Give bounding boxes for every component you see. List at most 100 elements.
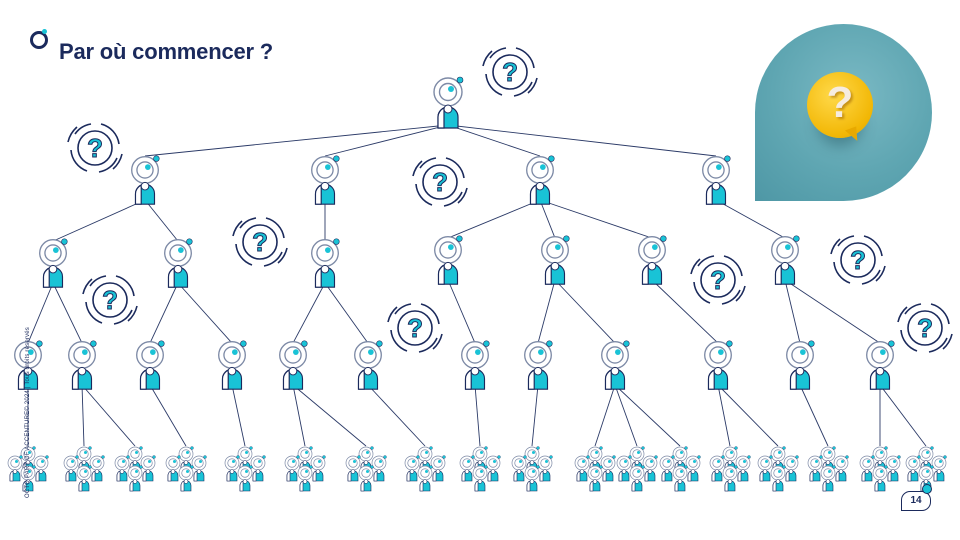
person-icon	[601, 340, 630, 390]
page-title: Par où commencer ?	[59, 39, 274, 64]
small-person-icon	[284, 455, 300, 482]
small-person-icon	[63, 455, 79, 482]
tree-edge	[292, 384, 367, 447]
tree-edge	[614, 384, 638, 447]
tree-edge	[594, 384, 616, 447]
team-cluster-icon	[807, 446, 849, 492]
small-person-icon	[76, 465, 92, 492]
small-person-icon	[114, 455, 130, 482]
tree-edge	[539, 199, 653, 239]
person-icon	[524, 340, 553, 390]
question-mark-icon: ?	[412, 157, 468, 207]
person-icon	[702, 155, 731, 205]
small-person-icon	[310, 455, 326, 482]
tree-edge	[149, 384, 187, 447]
question-bubble-photo: ?	[755, 24, 932, 201]
small-person-icon	[885, 455, 901, 482]
question-mark-glyph: ?	[826, 78, 854, 127]
tree-edge	[799, 384, 829, 447]
small-person-icon	[859, 455, 875, 482]
team-cluster-icon	[511, 446, 553, 492]
question-mark-glyph: ?	[432, 167, 448, 197]
small-person-icon	[537, 455, 553, 482]
person-icon	[279, 340, 308, 390]
small-person-icon	[672, 465, 688, 492]
team-cluster-icon	[404, 446, 446, 492]
tree-edge	[784, 279, 801, 344]
small-person-icon	[807, 455, 823, 482]
small-person-icon	[127, 465, 143, 492]
small-person-icon	[237, 465, 253, 492]
team-cluster-icon	[757, 446, 799, 492]
small-person-icon	[33, 455, 49, 482]
team-cluster-icon	[224, 446, 266, 492]
person-icon	[311, 238, 340, 288]
small-person-icon	[404, 455, 420, 482]
tree-edge	[149, 282, 179, 344]
small-person-icon	[931, 455, 947, 482]
page-number-dot	[922, 484, 932, 494]
tree-edge	[447, 199, 541, 239]
person-icon	[164, 238, 193, 288]
question-mark-glyph: ?	[407, 313, 423, 343]
small-person-icon	[629, 465, 645, 492]
person-icon	[704, 340, 733, 390]
team-cluster-icon	[859, 446, 901, 492]
small-person-icon	[709, 455, 725, 482]
person-icon	[136, 340, 165, 390]
tree-edge	[447, 124, 717, 157]
small-person-icon	[371, 455, 387, 482]
small-person-icon	[600, 455, 616, 482]
question-mark-icon: ?	[897, 303, 953, 353]
tree-edge	[651, 279, 719, 344]
small-person-icon	[722, 465, 738, 492]
small-person-icon	[905, 455, 921, 482]
small-person-icon	[345, 455, 361, 482]
person-icon	[218, 340, 247, 390]
small-person-icon	[224, 455, 240, 482]
small-person-icon	[250, 455, 266, 482]
tree-edge	[81, 384, 85, 447]
person-icon	[461, 340, 490, 390]
tree-edge	[324, 124, 449, 157]
small-person-icon	[165, 455, 181, 482]
small-person-icon	[191, 455, 207, 482]
tree-edge	[27, 282, 54, 344]
question-mark-glyph: ?	[917, 313, 933, 343]
small-person-icon	[89, 455, 105, 482]
team-cluster-icon	[659, 446, 701, 492]
team-cluster-icon	[709, 446, 751, 492]
question-bubble: ?	[807, 72, 873, 138]
team-cluster-icon	[459, 446, 501, 492]
small-person-icon	[7, 455, 23, 482]
person-icon	[311, 155, 340, 205]
small-person-icon	[587, 465, 603, 492]
tree-edge	[144, 124, 449, 157]
root-person-icon	[433, 76, 464, 129]
tree-edge	[531, 384, 539, 447]
team-cluster-icon	[574, 446, 616, 492]
person-icon	[68, 340, 97, 390]
tree-edge	[784, 279, 881, 344]
small-person-icon	[574, 455, 590, 482]
person-icon	[638, 235, 667, 285]
tree-edge	[879, 384, 927, 447]
question-mark-icon: ?	[690, 255, 746, 305]
small-person-icon	[140, 455, 156, 482]
person-icon	[541, 235, 570, 285]
small-person-icon	[770, 465, 786, 492]
tree-edge	[554, 279, 616, 344]
person-icon	[354, 340, 383, 390]
copyright-text: OCTO PART OF ACCENTURE© 2024 | Tous droi…	[25, 326, 31, 498]
question-mark-glyph: ?	[502, 57, 518, 87]
team-cluster-icon	[63, 446, 105, 492]
page-number: 14	[901, 491, 931, 511]
small-person-icon	[783, 455, 799, 482]
person-icon	[434, 235, 463, 285]
tree-edge	[614, 384, 681, 447]
tree-edge	[537, 279, 556, 344]
small-person-icon	[735, 455, 751, 482]
question-mark-glyph: ?	[850, 245, 866, 275]
question-mark-icon: ?	[482, 47, 538, 97]
